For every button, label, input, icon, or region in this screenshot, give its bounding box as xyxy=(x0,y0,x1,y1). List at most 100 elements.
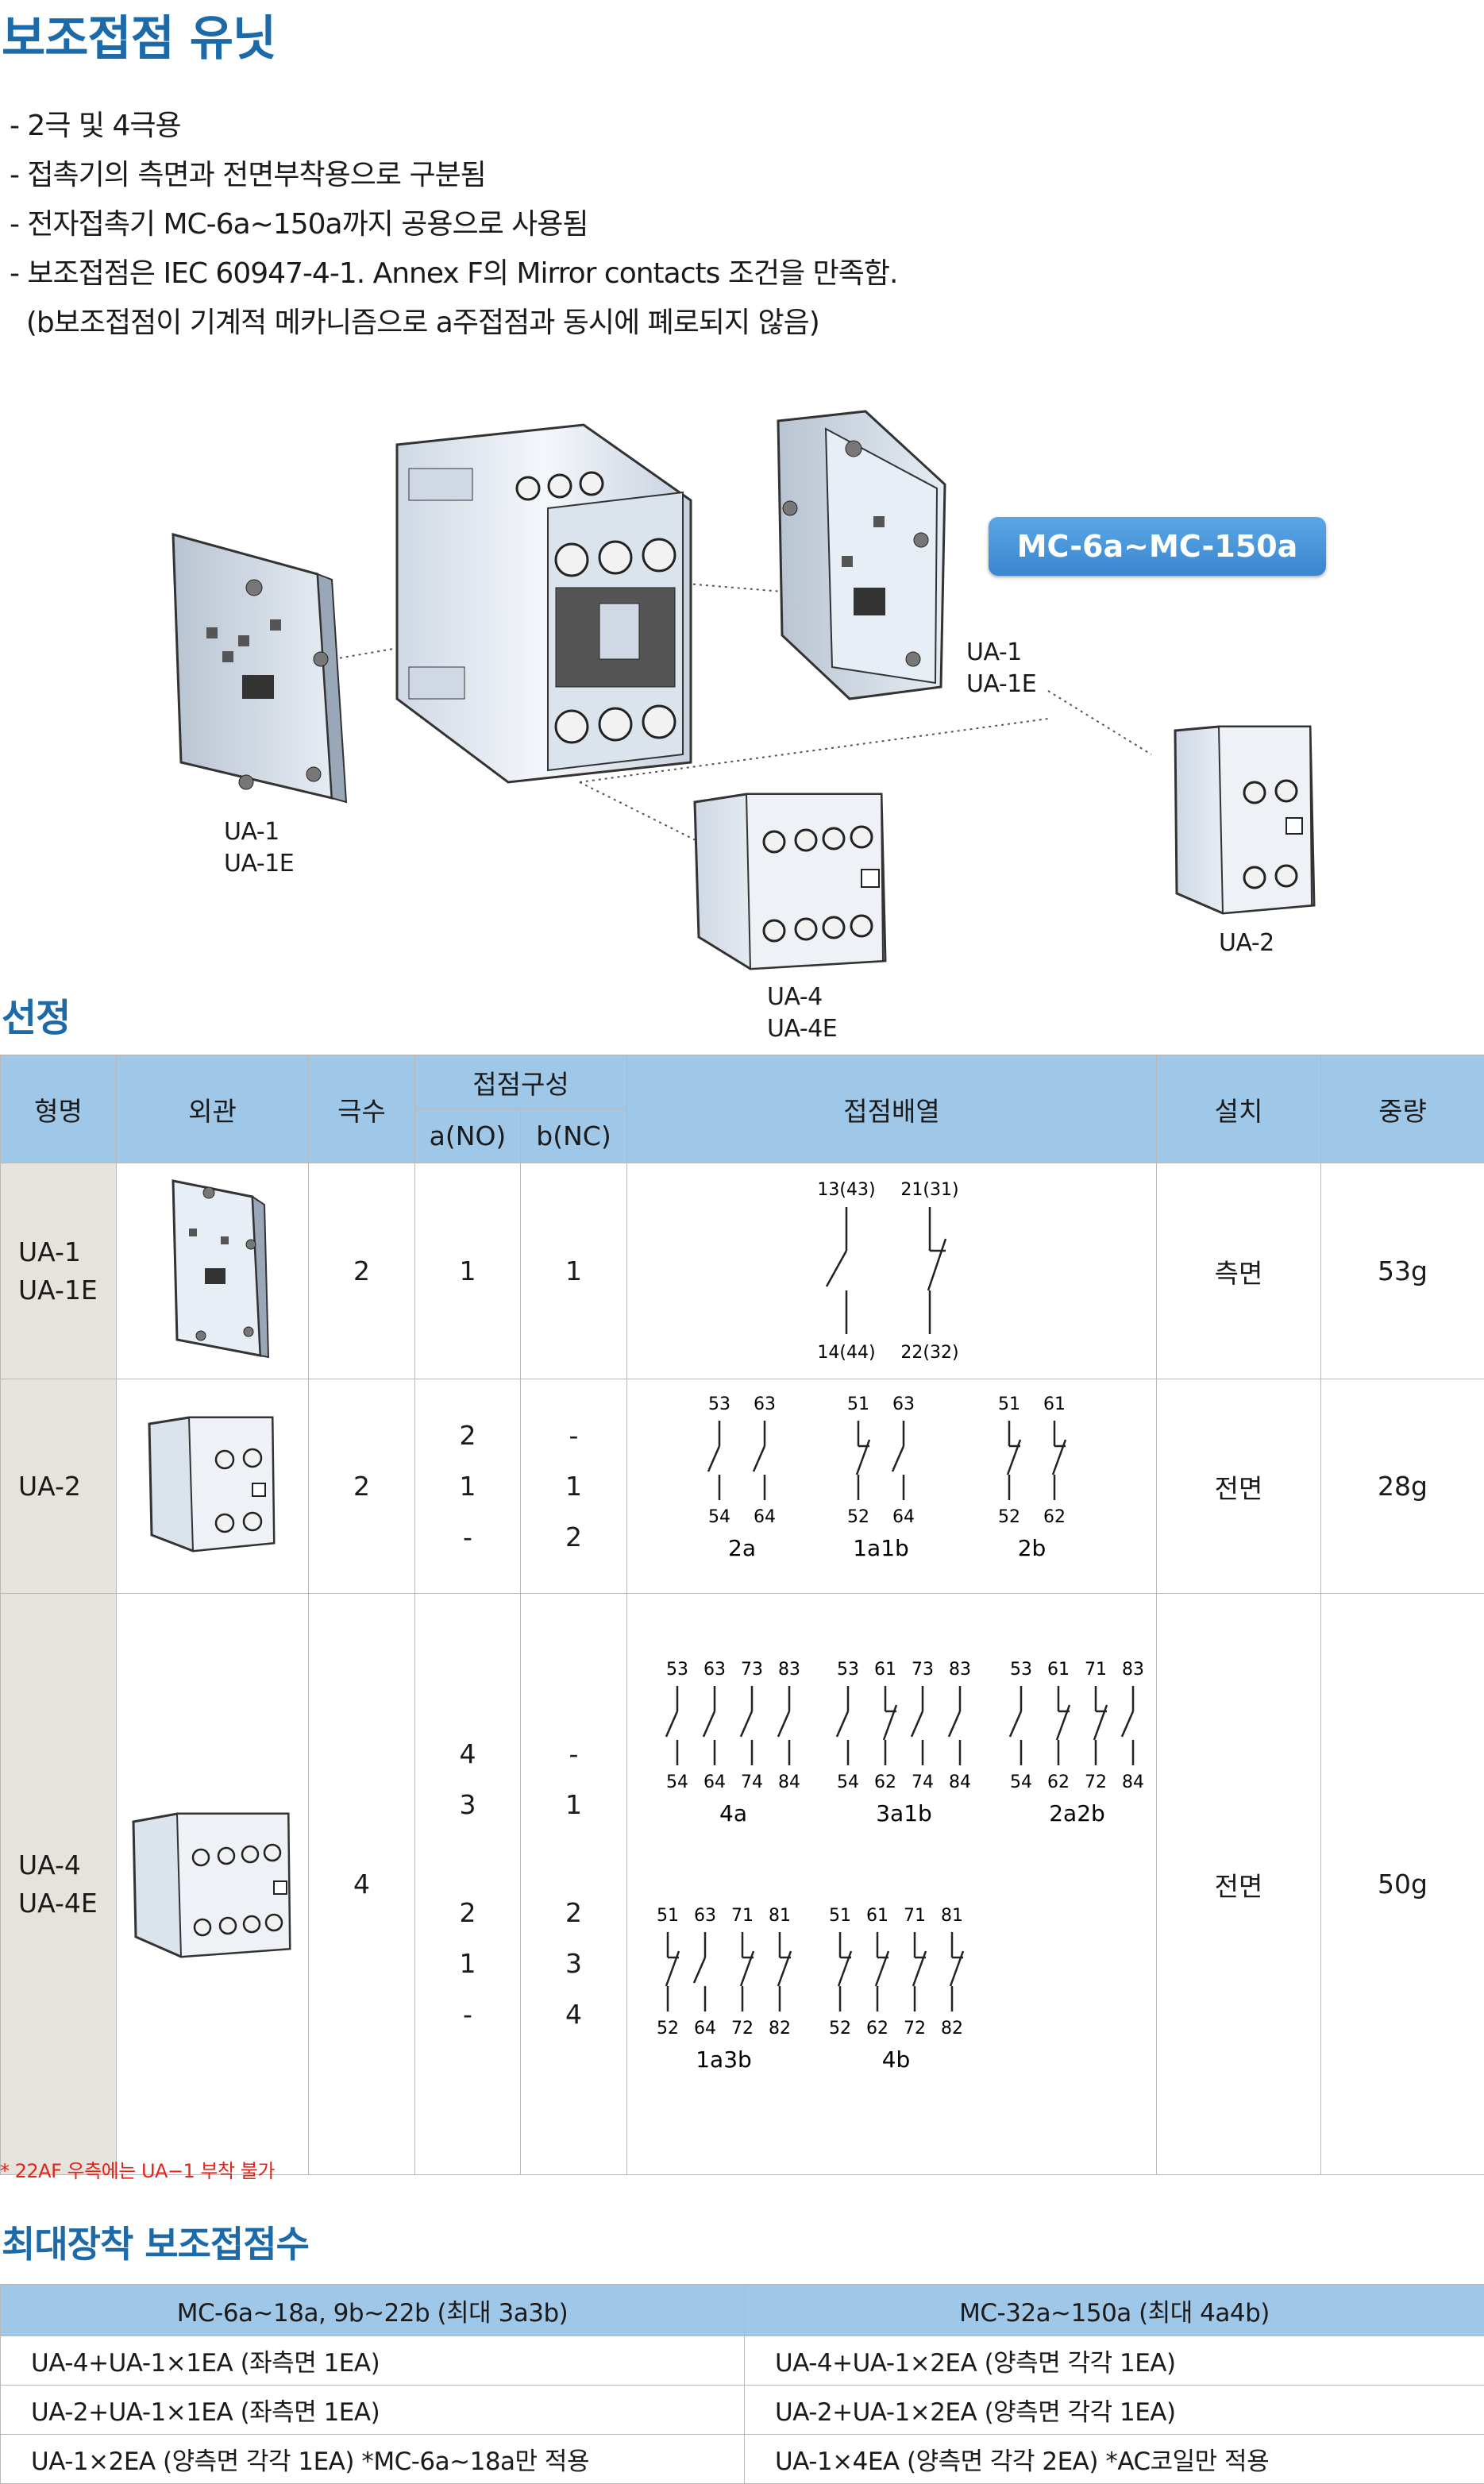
terminal-label: 74 xyxy=(912,1772,934,1792)
contact-line xyxy=(702,1711,715,1738)
a-count-cell: 4 3 2 1 - xyxy=(414,1593,521,2175)
caption-ua2: UA-2 xyxy=(1219,929,1274,957)
terminal-label: 62 xyxy=(1043,1507,1066,1527)
header-b-nc: b(NC) xyxy=(519,1109,628,1163)
terminal-label: 54 xyxy=(708,1507,730,1527)
contact-line xyxy=(891,1445,904,1472)
terminal-label: 63 xyxy=(694,1906,716,1926)
terminal-label: 71 xyxy=(1085,1660,1107,1680)
terminal-label: 63 xyxy=(892,1394,915,1414)
terminal-label: 62 xyxy=(1047,1772,1070,1792)
model-range-badge: MC-6a~MC-150a xyxy=(989,517,1326,576)
caption-ua1-left: UA-1 UA-1E xyxy=(224,818,295,878)
max-cell: UA-2+UA-1×1EA (좌측면 1EA) xyxy=(0,2385,745,2435)
feature-item: (b보조접점이 기계적 메카니즘으로 a주접점과 동시에 폐로되지 않음) xyxy=(10,307,820,339)
terminal-label: 21(31) xyxy=(900,1180,958,1200)
feature-item: - 2극 및 4극용 xyxy=(10,110,182,142)
contact-line xyxy=(1006,1439,1021,1475)
header-model: 형명 xyxy=(0,1055,117,1163)
a-count-cell: 2 1 - xyxy=(414,1379,521,1594)
header-mount: 설치 xyxy=(1156,1055,1322,1163)
contact-line xyxy=(1008,1711,1022,1738)
feature-item: - 보조접점은 IEC 60947-4-1. Annex F의 Mirror c… xyxy=(10,257,898,290)
header-layout: 접점배열 xyxy=(626,1055,1158,1163)
terminal-label: 84 xyxy=(1122,1772,1144,1792)
appearance-ua2 xyxy=(116,1379,309,1594)
ua4-image xyxy=(693,793,887,970)
arrangement-label: 4a xyxy=(719,1800,747,1826)
terminal-label: 52 xyxy=(657,2019,679,2038)
contact-line xyxy=(739,1950,754,1987)
weight-cell: 53g xyxy=(1320,1163,1484,1379)
terminal-label: 54 xyxy=(1010,1772,1032,1792)
selection-table: 형명 외관 극수 접점구성 접점배열 설치 중량 a(NO) b(NC) UA-… xyxy=(0,1055,1484,2175)
terminal-label: 61 xyxy=(1047,1660,1070,1680)
header-appearance: 외관 xyxy=(116,1055,309,1163)
terminal-label: 52 xyxy=(847,1507,869,1527)
feature-item: - 전자접촉기 MC-6a~150a까지 공용으로 사용됨 xyxy=(10,208,589,241)
contact-line xyxy=(949,1950,964,1987)
terminal-label: 81 xyxy=(769,1906,791,1926)
appearance-ua1 xyxy=(116,1163,309,1379)
terminal-label: 22(32) xyxy=(900,1343,958,1363)
contact-diagram-ua4: 53546364737483844a53546162737483843a1b53… xyxy=(657,1660,1144,2073)
arrangement-label: 1a1b xyxy=(853,1535,909,1561)
terminal-label: 53 xyxy=(1010,1660,1032,1680)
terminal-label: 82 xyxy=(941,2019,963,2038)
terminal-label: 52 xyxy=(829,2019,851,2038)
terminal-label: 62 xyxy=(874,1772,896,1792)
caption-ua4: UA-4 UA-4E xyxy=(767,983,838,1043)
terminal-label: 51 xyxy=(998,1394,1020,1414)
terminal-label: 84 xyxy=(778,1772,800,1792)
terminal-label: 83 xyxy=(1122,1660,1144,1680)
table-row: UA-2+UA-1×1EA (좌측면 1EA) UA-2+UA-1×2EA (양… xyxy=(0,2385,1484,2435)
terminal-label: 61 xyxy=(874,1660,896,1680)
b-count-cell: - 1 2 xyxy=(519,1379,628,1594)
model-cell: UA-4 UA-4E xyxy=(0,1593,117,2175)
mount-cell: 전면 xyxy=(1156,1593,1322,2175)
terminal-label: 61 xyxy=(1043,1394,1066,1414)
b-count-cell: 1 xyxy=(519,1163,628,1379)
terminal-label: 53 xyxy=(837,1660,859,1680)
terminal-label: 84 xyxy=(949,1772,971,1792)
ua1-left-image xyxy=(172,533,348,804)
a-count-cell: 1 xyxy=(414,1163,521,1379)
arrangement-label: 4b xyxy=(881,2046,910,2073)
contact-line xyxy=(777,1950,792,1987)
terminal-label: 53 xyxy=(666,1660,688,1680)
mount-cell: 측면 xyxy=(1156,1163,1322,1379)
max-cell: UA-4+UA-1×1EA (좌측면 1EA) xyxy=(0,2336,745,2386)
appearance-ua4 xyxy=(116,1593,309,2175)
terminal-label: 13(43) xyxy=(817,1180,875,1200)
contact-line xyxy=(739,1711,753,1738)
ua1-right-image xyxy=(777,410,946,700)
max-cell: UA-1×2EA (양측면 각각 1EA) *MC-6a~18a만 적용 xyxy=(0,2434,745,2484)
model-cell: UA-1 UA-1E xyxy=(0,1163,117,1379)
max-header-large: MC-32a~150a (최대 4a4b) xyxy=(744,2284,1484,2336)
terminal-label: 62 xyxy=(866,2019,888,2038)
max-cell: UA-4+UA-1×2EA (양측면 각각 1EA) xyxy=(744,2336,1484,2386)
terminal-label: 82 xyxy=(769,2019,791,2038)
terminal-label: 53 xyxy=(708,1394,730,1414)
contact-line xyxy=(777,1711,790,1738)
terminal-label: 73 xyxy=(912,1660,934,1680)
contact-line xyxy=(1093,1704,1108,1741)
contact-line xyxy=(910,1711,923,1738)
terminal-label: 71 xyxy=(904,1906,926,1926)
max-cell: UA-1×4EA (양측면 각각 2EA) *AC코일만 적용 xyxy=(744,2434,1484,2484)
contact-line xyxy=(1055,1704,1070,1741)
contact-line xyxy=(874,1950,889,1987)
header-weight: 중량 xyxy=(1320,1055,1484,1163)
table-row: UA-1 UA-1E 2 1 1 13(43) 21(31) xyxy=(0,1163,1484,1379)
table-row: UA-4+UA-1×1EA (좌측면 1EA) UA-4+UA-1×2EA (양… xyxy=(0,2336,1484,2386)
terminal-label: 51 xyxy=(657,1906,679,1926)
ua1-thumbnail xyxy=(171,1178,269,1358)
feature-list: - 2극 및 4극용 - 접촉기의 측면과 전면부착용으로 구분됨 - 전자접촉… xyxy=(10,102,898,348)
terminal-label: 52 xyxy=(998,1507,1020,1527)
poles-cell: 2 xyxy=(308,1379,415,1594)
header-poles: 극수 xyxy=(308,1055,415,1163)
ua2-thumbnail xyxy=(147,1416,276,1552)
page-title: 보조접점 유닛 xyxy=(2,11,276,67)
